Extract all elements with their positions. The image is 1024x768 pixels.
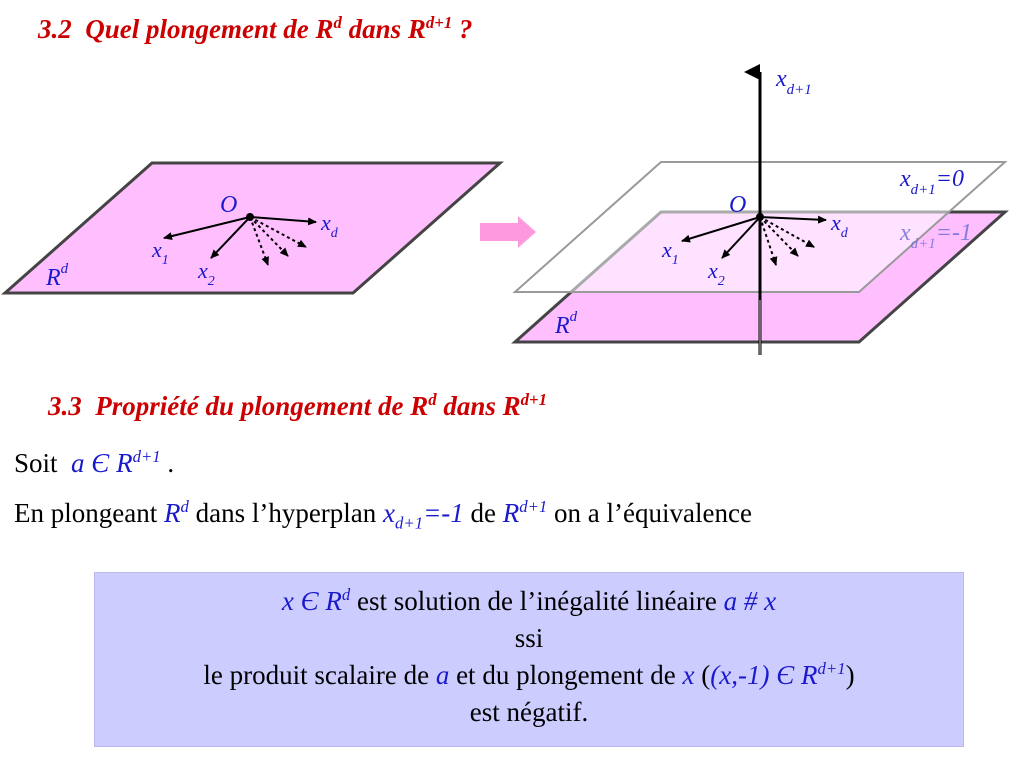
box-line-2: ssi xyxy=(514,623,544,653)
sentence-part-3: de xyxy=(463,498,503,528)
right-x1-label: x1 xyxy=(661,237,679,268)
left-origin-label: O xyxy=(220,192,237,218)
heading-3-3: 3.3 Propriété du plongement de Rd dans R… xyxy=(48,391,547,422)
sentence-part-4: on a l’équivalence xyxy=(547,498,752,528)
section-number: 3.2 xyxy=(38,14,72,44)
left-xd-label: xd xyxy=(320,210,339,241)
soit-word: Soit xyxy=(14,448,58,478)
left-vectors xyxy=(163,213,317,266)
soit-period: . xyxy=(167,448,175,478)
sentence-part-1: En plongeant xyxy=(14,498,164,528)
heading-sup-d1: d+1 xyxy=(425,13,453,32)
heading-text-b: dans R xyxy=(436,391,521,421)
hyperplane-math: xd+1=-1 xyxy=(383,498,464,533)
left-x2-label: x2 xyxy=(197,258,215,289)
equivalence-box: x Є Rd est solution de l’inégalité linéa… xyxy=(94,572,964,747)
heading-text-a: Propriété du plongement de R xyxy=(95,391,429,421)
heading-3-2: 3.2 Quel plongement de Rd dans Rd+1 ? xyxy=(38,14,472,45)
heading-sup-d: d xyxy=(428,390,437,409)
soit-math: a Є Rd+1 xyxy=(71,447,161,478)
box-line-3: le produit scalaire de a et du plongemen… xyxy=(203,659,855,690)
right-vectors xyxy=(681,213,827,266)
box-line-1: x Є Rd est solution de l’inégalité linéa… xyxy=(281,585,777,616)
left-plane-label: Rd xyxy=(45,261,69,291)
heading-text-c: ? xyxy=(452,14,473,44)
right-origin-label: O xyxy=(729,192,746,218)
heading-sup-d1: d+1 xyxy=(520,390,547,409)
embedding-sentence: En plongeant Rd dans l’hyperplan xd+1=-1… xyxy=(14,497,752,533)
right-xd-label: xd xyxy=(830,210,849,241)
left-x1-label: x1 xyxy=(151,237,169,268)
embedding-diagram: O Rd x1 x2 xd xd+1 xd+1=0 xd+1=-1 O Rd x… xyxy=(1,64,1009,355)
heading-text-a: Quel plongement de R xyxy=(85,14,334,44)
rd-math: Rd xyxy=(163,497,189,528)
soit-line: Soit a Є Rd+1 . xyxy=(14,448,174,479)
transition-arrow-icon xyxy=(480,216,536,248)
axis-label: xd+1 xyxy=(775,66,812,98)
sentence-part-2: dans l’hyperplan xyxy=(188,498,384,528)
box-line-4: est négatif. xyxy=(469,697,589,727)
plane-zero-label: xd+1=0 xyxy=(899,166,964,198)
heading-sup-d: d xyxy=(333,13,342,32)
right-x2-label: x2 xyxy=(707,258,725,289)
rd1-math: Rd+1 xyxy=(502,497,548,528)
section-number: 3.3 xyxy=(48,391,82,421)
left-plane-rd xyxy=(1,161,504,295)
plane-minus1-label: xd+1=-1 xyxy=(899,220,972,252)
right-plane-label: Rd xyxy=(554,309,578,339)
heading-text-b: dans R xyxy=(341,14,426,44)
